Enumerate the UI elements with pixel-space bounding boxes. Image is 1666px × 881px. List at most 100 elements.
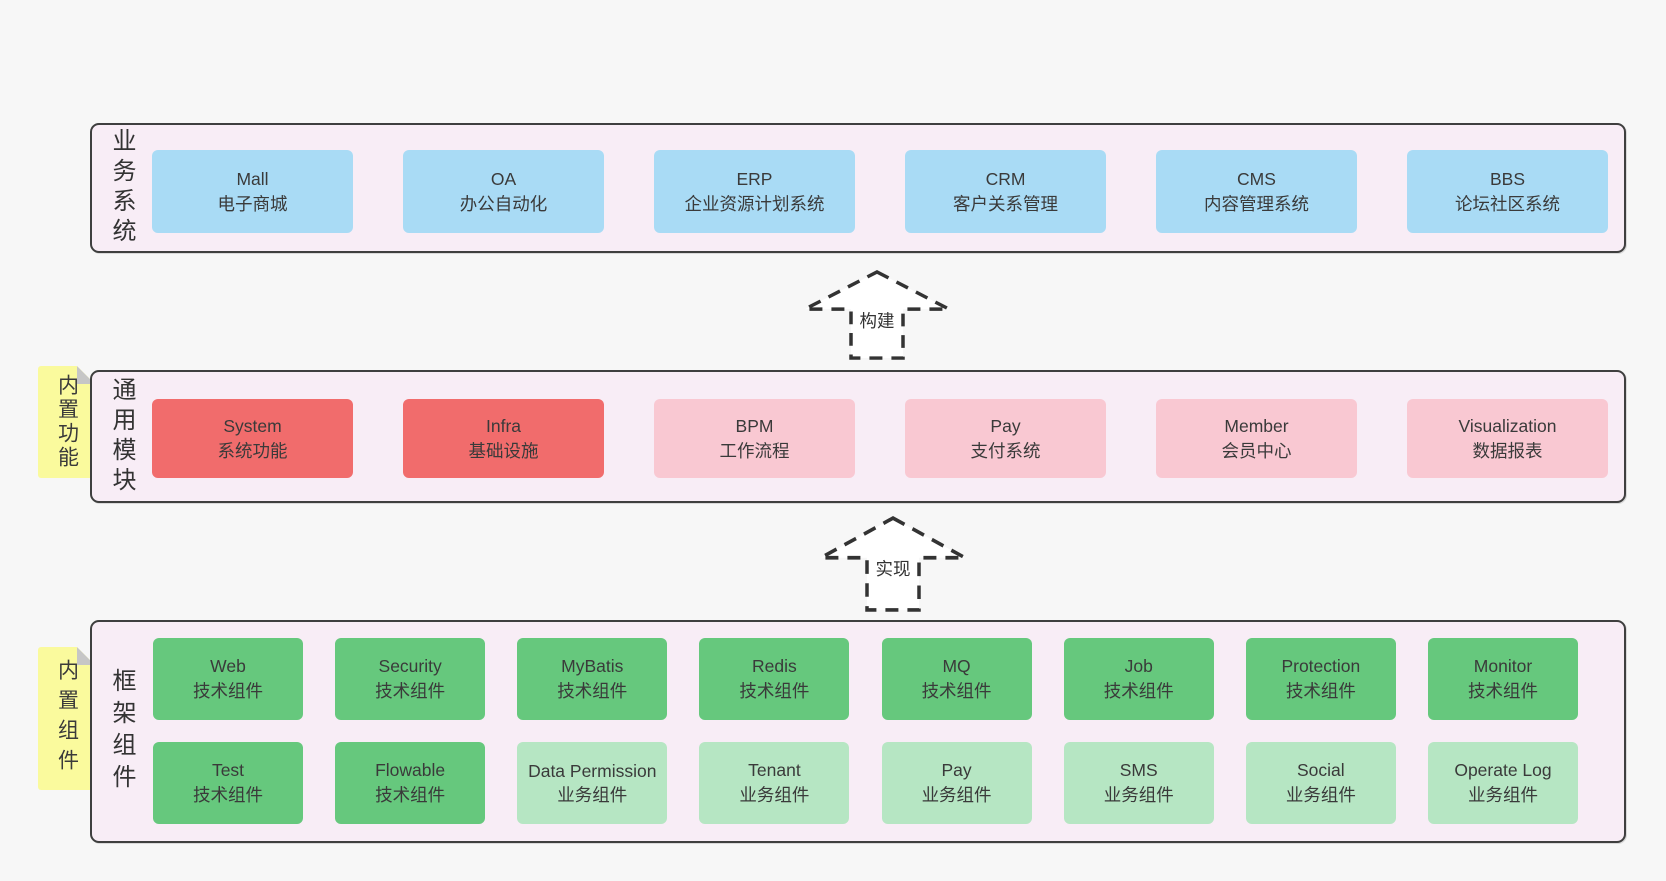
box-desc: 业务组件: [1103, 785, 1174, 805]
box-crm: CRM 客户关系管理: [905, 150, 1106, 233]
box-member: Member 会员中心: [1156, 399, 1357, 478]
box-desc: 会员中心: [1221, 440, 1292, 461]
box-oa: OA 办公自动化: [403, 150, 604, 233]
box-cms: CMS 内容管理系统: [1156, 150, 1357, 233]
box-operate-log: Operate Log 业务组件: [1427, 742, 1578, 824]
sticky-note-label: 内置功能: [55, 374, 79, 470]
box-desc: 业务组件: [557, 785, 628, 805]
box-name: CRM: [985, 168, 1026, 189]
box-name: MyBatis: [561, 656, 624, 676]
business-box-row: Mall 电子商城 OA 办公自动化 ERP 企业资源计划系统 CRM 客户关系…: [152, 150, 1608, 233]
box-name: CMS: [1237, 168, 1276, 189]
box-tenant: Tenant 业务组件: [699, 742, 850, 824]
box-desc: 企业资源计划系统: [684, 193, 825, 214]
section-common-modules: 通用模块 System 系统功能 Infra 基础设施 BPM 工作流程 Pay…: [90, 370, 1626, 503]
box-name: BBS: [1489, 168, 1526, 189]
box-name: Infra: [485, 415, 522, 436]
box-desc: 技术组件: [921, 681, 992, 701]
implement-arrow-label: 实现: [871, 558, 915, 580]
box-desc: 业务组件: [1285, 785, 1356, 805]
box-name: ERP: [736, 168, 773, 189]
box-pay-component: Pay 业务组件: [881, 742, 1032, 824]
sticky-note-builtin-components: 内置组件: [38, 647, 95, 790]
box-name: Web: [210, 656, 246, 676]
box-desc: 技术组件: [375, 785, 446, 805]
sticky-note-builtin-features: 内置功能: [38, 366, 95, 478]
box-name: Protection: [1281, 656, 1361, 676]
box-desc: 办公自动化: [459, 193, 548, 214]
box-name: Operate Log: [1454, 760, 1552, 780]
box-desc: 客户关系管理: [953, 193, 1058, 214]
box-desc: 论坛社区系统: [1455, 193, 1560, 214]
box-name: OA: [490, 168, 517, 189]
box-flowable: Flowable 技术组件: [335, 742, 486, 824]
section-side-label: 业务系统: [108, 128, 135, 248]
box-sms: SMS 业务组件: [1063, 742, 1214, 824]
section-side-label: 通用模块: [108, 376, 135, 497]
box-desc: 技术组件: [557, 681, 628, 701]
build-arrow-label: 构建: [855, 310, 899, 332]
build-arrow-icon: 构建: [802, 270, 952, 360]
box-desc: 系统功能: [217, 440, 288, 461]
box-name: Pay: [990, 415, 1021, 436]
box-name: Mall: [236, 168, 269, 189]
box-bpm: BPM 工作流程: [654, 399, 855, 478]
box-name: Tenant: [748, 760, 801, 780]
box-desc: 基础设施: [468, 440, 539, 461]
box-mybatis: MyBatis 技术组件: [517, 638, 668, 720]
box-system: System 系统功能: [152, 399, 353, 478]
box-desc: 技术组件: [193, 681, 263, 701]
box-name: Visualization: [1458, 415, 1557, 436]
box-web: Web 技术组件: [153, 638, 303, 720]
box-social: Social 业务组件: [1245, 742, 1396, 824]
box-security: Security 技术组件: [335, 638, 486, 720]
box-infra: Infra 基础设施: [403, 399, 604, 478]
box-name: System: [223, 415, 282, 436]
box-desc: 业务组件: [921, 785, 992, 805]
box-desc: 工作流程: [719, 440, 790, 461]
box-data-permission: Data Permission 业务组件: [517, 742, 668, 824]
box-name: Test: [211, 760, 245, 780]
modules-box-row: System 系统功能 Infra 基础设施 BPM 工作流程 Pay 支付系统…: [152, 399, 1608, 478]
box-redis: Redis 技术组件: [699, 638, 850, 720]
box-name: Member: [1224, 415, 1289, 436]
box-name: BPM: [735, 415, 774, 436]
box-name: Pay: [941, 760, 972, 780]
box-name: Redis: [752, 656, 797, 676]
box-job: Job 技术组件: [1063, 638, 1214, 720]
box-name: Monitor: [1473, 656, 1533, 676]
box-name: Social: [1297, 760, 1345, 780]
box-desc: 数据报表: [1472, 440, 1543, 461]
box-name: Data Permission: [528, 761, 657, 781]
framework-box-row-1: Web 技术组件 Security 技术组件 MyBatis 技术组件 Redi…: [153, 638, 1578, 720]
box-desc: 内容管理系统: [1204, 193, 1309, 214]
box-desc: 技术组件: [739, 681, 810, 701]
box-desc: 技术组件: [1467, 681, 1538, 701]
framework-box-row-2: Test 技术组件 Flowable 技术组件 Data Permission …: [153, 742, 1578, 824]
section-business-systems: 业务系统 Mall 电子商城 OA 办公自动化 ERP 企业资源计划系统 CRM…: [90, 123, 1626, 253]
box-pay: Pay 支付系统: [905, 399, 1106, 478]
box-mq: MQ 技术组件: [881, 638, 1032, 720]
implement-arrow-icon: 实现: [818, 516, 968, 612]
box-test: Test 技术组件: [153, 742, 303, 824]
box-desc: 技术组件: [1103, 681, 1174, 701]
box-desc: 技术组件: [375, 681, 446, 701]
sticky-note-label: 内置组件: [55, 658, 79, 779]
box-name: SMS: [1119, 760, 1158, 780]
box-name: Security: [378, 656, 442, 676]
box-desc: 支付系统: [970, 440, 1041, 461]
section-side-label: 框架组件: [108, 667, 135, 796]
section-framework-components: 框架组件 Web 技术组件 Security 技术组件 MyBatis 技术组件…: [90, 620, 1626, 843]
box-name: MQ: [942, 656, 971, 676]
box-visualization: Visualization 数据报表: [1407, 399, 1608, 478]
box-monitor: Monitor 技术组件: [1427, 638, 1578, 720]
box-desc: 技术组件: [193, 785, 263, 805]
box-desc: 技术组件: [1285, 681, 1356, 701]
box-bbs: BBS 论坛社区系统: [1407, 150, 1608, 233]
box-mall: Mall 电子商城: [152, 150, 353, 233]
box-desc: 业务组件: [739, 785, 810, 805]
box-name: Job: [1124, 656, 1153, 676]
box-erp: ERP 企业资源计划系统: [654, 150, 855, 233]
box-desc: 业务组件: [1467, 785, 1538, 805]
